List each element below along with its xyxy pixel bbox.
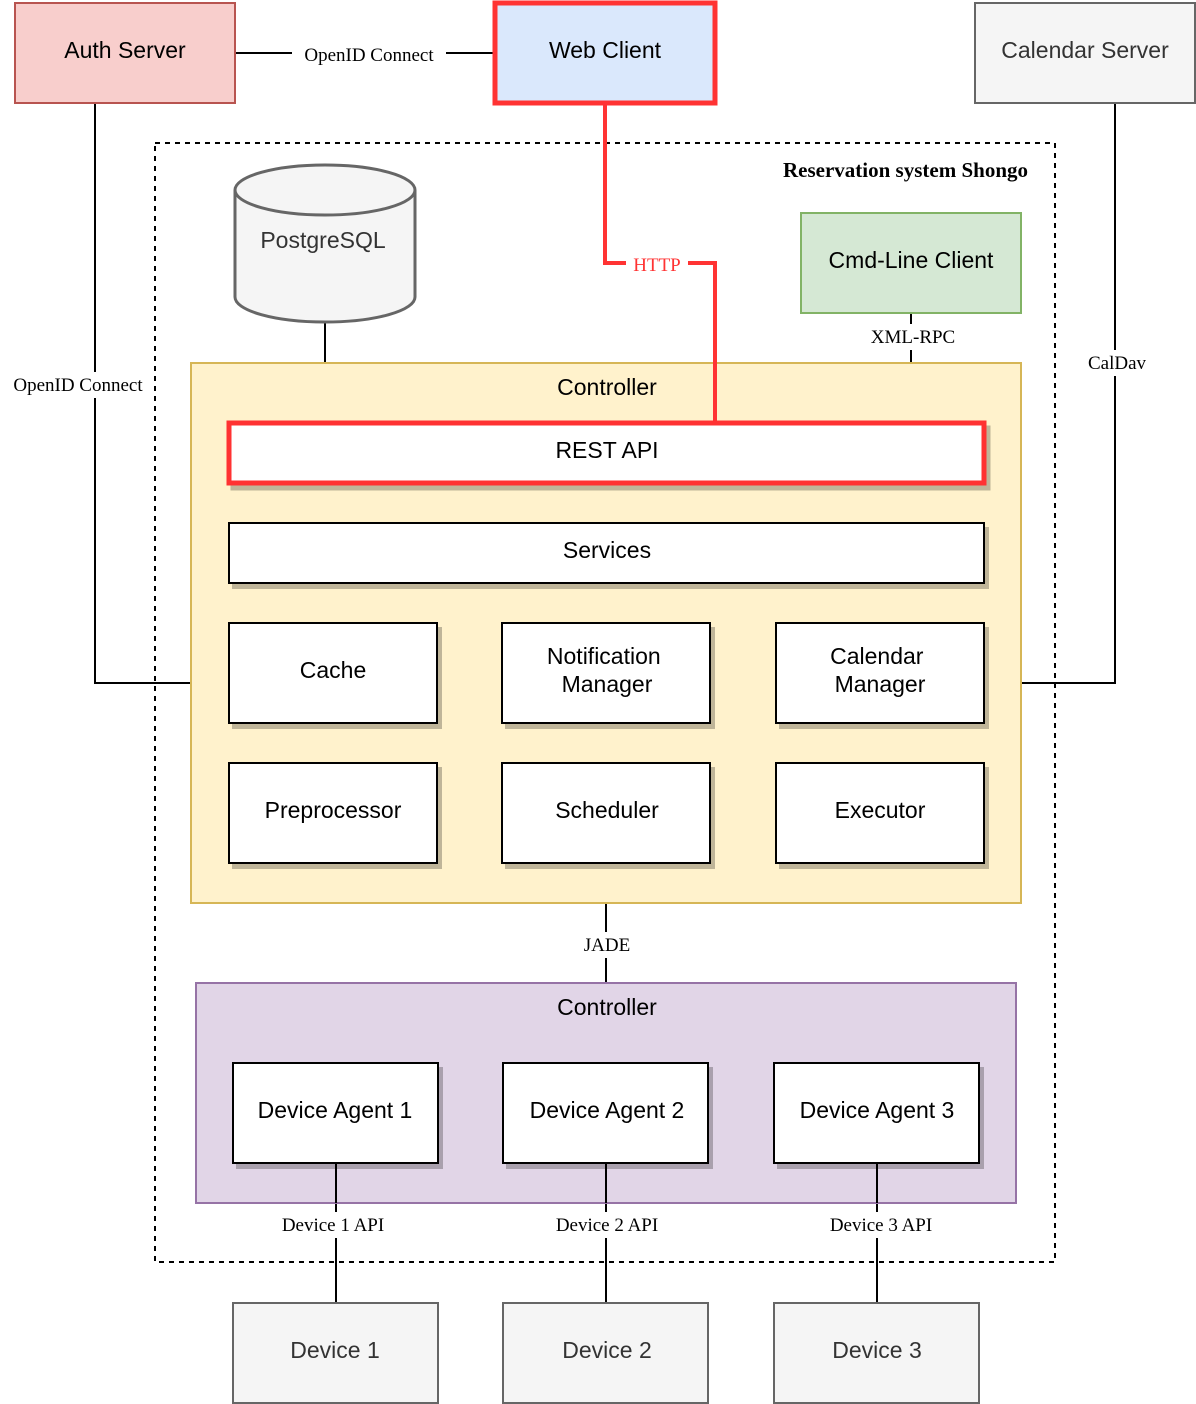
- preprocessor-box[interactable]: [228, 762, 438, 864]
- device-2-label: Device 2: [562, 1337, 651, 1363]
- label-openid-top: OpenID Connect: [304, 45, 434, 66]
- label-openid-left: OpenID Connect: [13, 375, 143, 396]
- device-agent-1-label: Device Agent 1: [258, 1097, 413, 1123]
- web-client-node[interactable]: [492, 0, 718, 106]
- device-agent-3-label: Device Agent 3: [800, 1097, 955, 1123]
- cache-label: Cache: [300, 657, 366, 683]
- postgresql-database[interactable]: [233, 163, 417, 324]
- device-3-label: Device 3: [832, 1337, 921, 1363]
- auth-server-label: Auth Server: [64, 37, 186, 63]
- device-1-node[interactable]: [232, 1302, 439, 1404]
- device-agent-3-box[interactable]: [773, 1062, 980, 1164]
- calendar-manager-label: Calendar Manager: [830, 643, 930, 697]
- scheduler-box[interactable]: [501, 762, 711, 864]
- label-device-api-1: Device 1 API: [282, 1215, 384, 1236]
- calendar-server-label: Calendar Server: [1001, 37, 1169, 63]
- device-1-label: Device 1: [290, 1337, 379, 1363]
- cache-box[interactable]: [228, 622, 438, 724]
- edge-calendar-controller: [1021, 103, 1116, 684]
- device-agent-1-box[interactable]: [232, 1062, 439, 1164]
- cmd-line-client-node[interactable]: [800, 212, 1022, 314]
- calendar-manager-line2: Manager: [835, 671, 926, 697]
- calendar-manager-line1: Calendar: [830, 643, 924, 669]
- controller-title: Controller: [557, 374, 657, 400]
- cmd-line-client-label: Cmd-Line Client: [829, 247, 995, 273]
- postgresql-label: PostgreSQL: [260, 227, 385, 253]
- label-xml-rpc: XML-RPC: [871, 327, 955, 348]
- notification-manager-line1: Notification: [547, 643, 661, 669]
- agents-container-title: Controller: [557, 994, 657, 1020]
- calendar-server-node[interactable]: [974, 2, 1196, 104]
- notification-manager-box[interactable]: [501, 622, 711, 724]
- executor-box[interactable]: [775, 762, 985, 864]
- device-3-node[interactable]: [773, 1302, 980, 1404]
- device-agent-2-label: Device Agent 2: [530, 1097, 685, 1123]
- label-jade: JADE: [584, 935, 630, 956]
- notification-manager-line2: Manager: [562, 671, 653, 697]
- auth-server-node[interactable]: [14, 2, 236, 104]
- device-agent-2-box[interactable]: [502, 1062, 709, 1164]
- calendar-manager-box[interactable]: [775, 622, 985, 724]
- rest-api-label: REST API: [555, 437, 658, 463]
- label-device-api-2: Device 2 API: [556, 1215, 658, 1236]
- services-box[interactable]: [228, 522, 985, 584]
- web-client-label: Web Client: [549, 37, 662, 63]
- executor-label: Executor: [835, 797, 926, 823]
- notification-manager-label: Notification Manager: [547, 643, 667, 697]
- services-label: Services: [563, 537, 651, 563]
- label-device-api-3: Device 3 API: [830, 1215, 932, 1236]
- label-http: HTTP: [633, 255, 681, 276]
- device-2-node[interactable]: [502, 1302, 709, 1404]
- rest-api-box[interactable]: [226, 420, 987, 486]
- preprocessor-label: Preprocessor: [265, 797, 402, 823]
- system-title: Reservation system Shongo: [783, 158, 1028, 182]
- edge-auth-controller: [94, 103, 191, 684]
- label-caldav: CalDav: [1088, 353, 1147, 374]
- scheduler-label: Scheduler: [555, 797, 659, 823]
